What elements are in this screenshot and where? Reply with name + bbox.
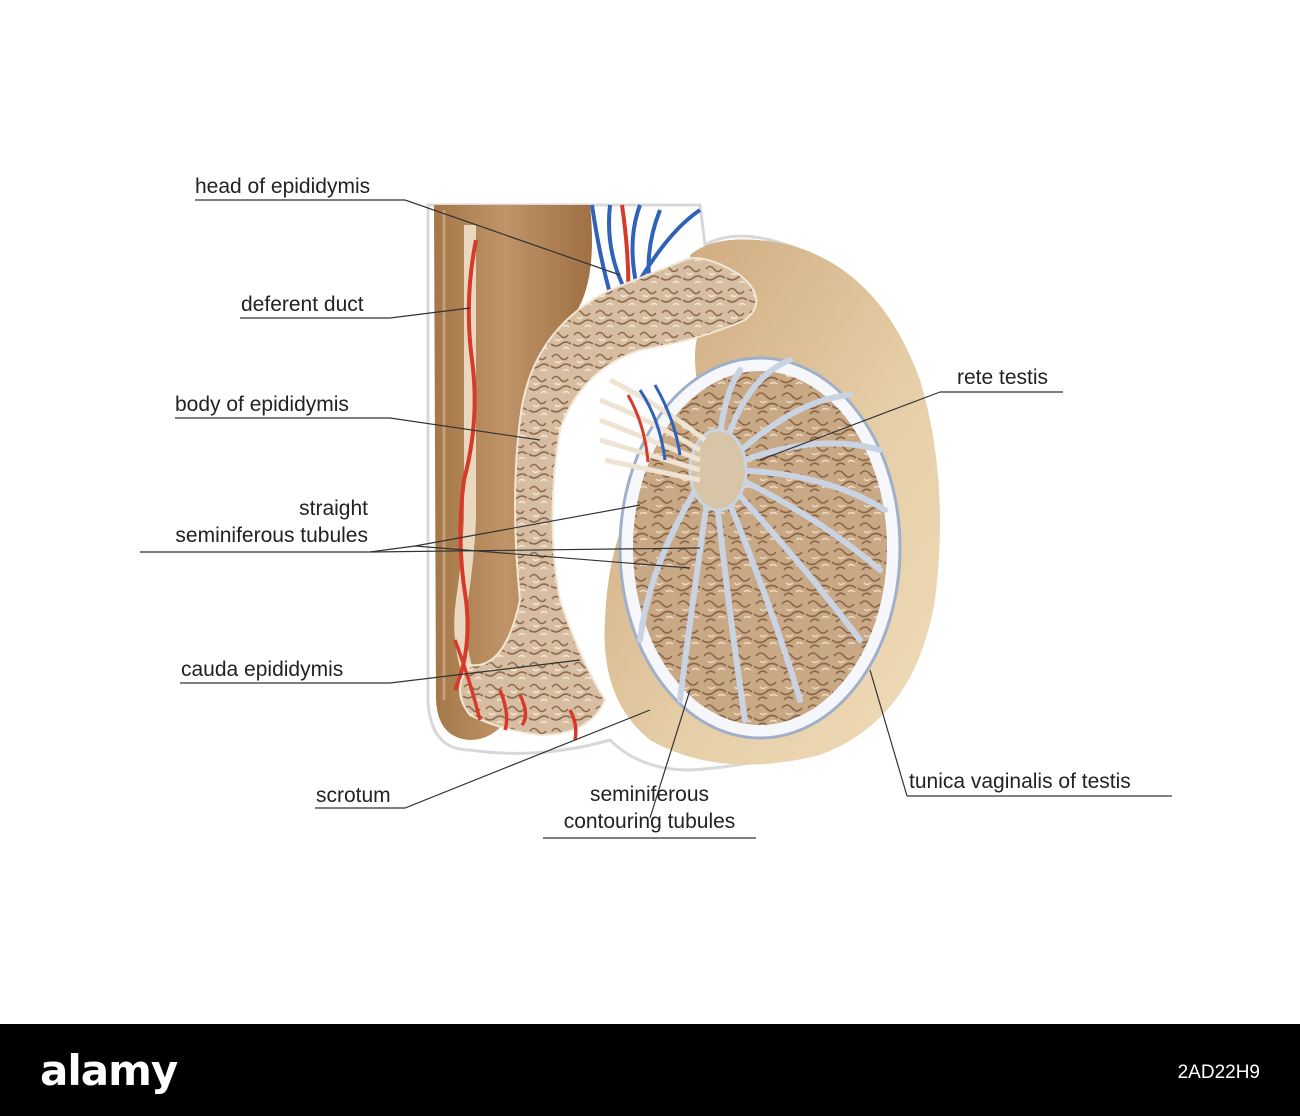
artery (453, 239, 478, 691)
label-head-of-epididymis: head of epididymis (195, 175, 371, 198)
label-rete-testis: rete testis (957, 366, 1049, 389)
label-cauda-epididymis: cauda epididymis (181, 658, 344, 681)
label-contouring-tubules-line1: seminiferous (589, 783, 710, 806)
leader-lines (140, 199, 1172, 839)
epididymis (459, 257, 758, 737)
testis-illustration (140, 199, 1172, 839)
tail-arteries (453, 639, 578, 741)
label-straight-tubules-line1: straight (299, 497, 368, 520)
label-body-of-epididymis: body of epididymis (175, 393, 349, 416)
rete-testis-mass (688, 428, 748, 512)
label-deferent-duct: deferent duct (241, 293, 364, 316)
footer-bar: alamy 2AD22H9 (0, 1024, 1300, 1116)
diagram-canvas: head of epididymis deferent duct body of… (140, 175, 1172, 839)
brand-logo[interactable]: alamy (40, 1046, 178, 1095)
label-scrotum: scrotum (316, 784, 391, 807)
label-straight-tubules-line2: seminiferous tubules (175, 524, 368, 547)
efferent-ductules (599, 377, 707, 483)
label-tunica-vaginalis: tunica vaginalis of testis (909, 770, 1131, 793)
stock-image-id: 2AD22H9 (1177, 1062, 1260, 1083)
label-contouring-tubules-line2: contouring tubules (563, 810, 736, 833)
